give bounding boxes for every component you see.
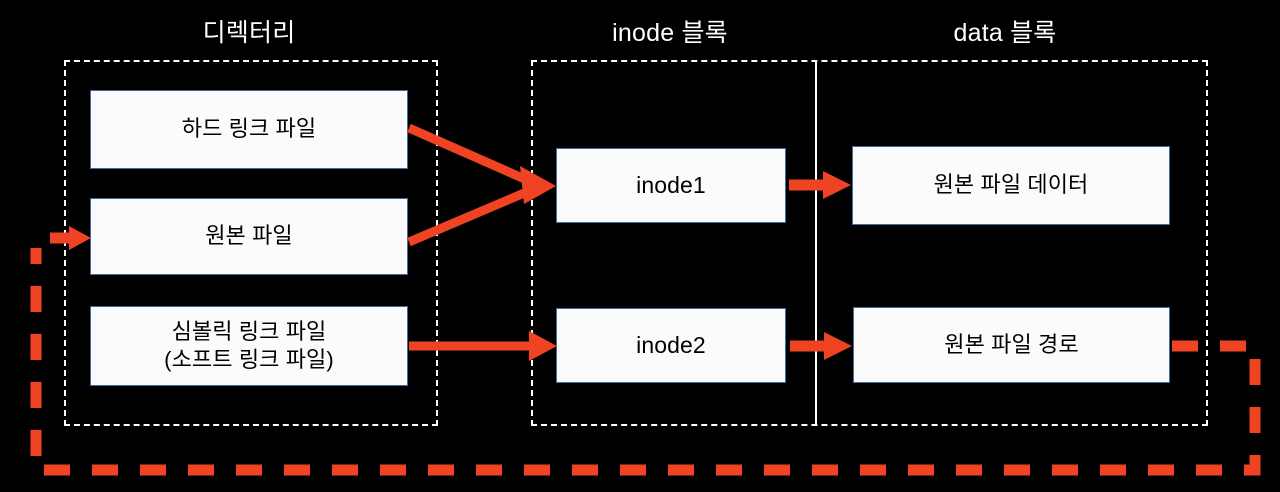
node-symbolic-link-file-label-line1: 심볼릭 링크 파일 [171, 318, 327, 344]
node-original-file-path-label: 원본 파일 경로 [944, 331, 1079, 357]
heading-directory: 디렉터리 [202, 19, 296, 47]
node-inode1-label: inode1 [636, 171, 706, 198]
node-original-file-data[interactable]: 원본 파일 데이터 [852, 146, 1170, 225]
node-original-file[interactable]: 원본 파일 [90, 198, 408, 275]
node-hard-link-file[interactable]: 하드 링크 파일 [90, 90, 408, 169]
node-symbolic-link-file[interactable]: 심볼릭 링크 파일 (소프트 링크 파일) [90, 306, 408, 386]
heading-data-block: data 블록 [953, 19, 1057, 47]
node-original-file-label: 원본 파일 [205, 223, 293, 249]
divider-inode-data [815, 60, 817, 426]
node-hard-link-file-label: 하드 링크 파일 [181, 116, 317, 142]
node-original-file-data-label: 원본 파일 데이터 [933, 172, 1089, 198]
node-inode2[interactable]: inode2 [556, 308, 786, 383]
heading-inode-block: inode 블록 [612, 19, 728, 47]
node-symbolic-link-file-label-line2: (소프트 링크 파일) [164, 347, 334, 372]
node-original-file-path[interactable]: 원본 파일 경로 [853, 307, 1170, 383]
node-inode2-label: inode2 [636, 331, 706, 358]
node-inode1[interactable]: inode1 [556, 148, 786, 223]
